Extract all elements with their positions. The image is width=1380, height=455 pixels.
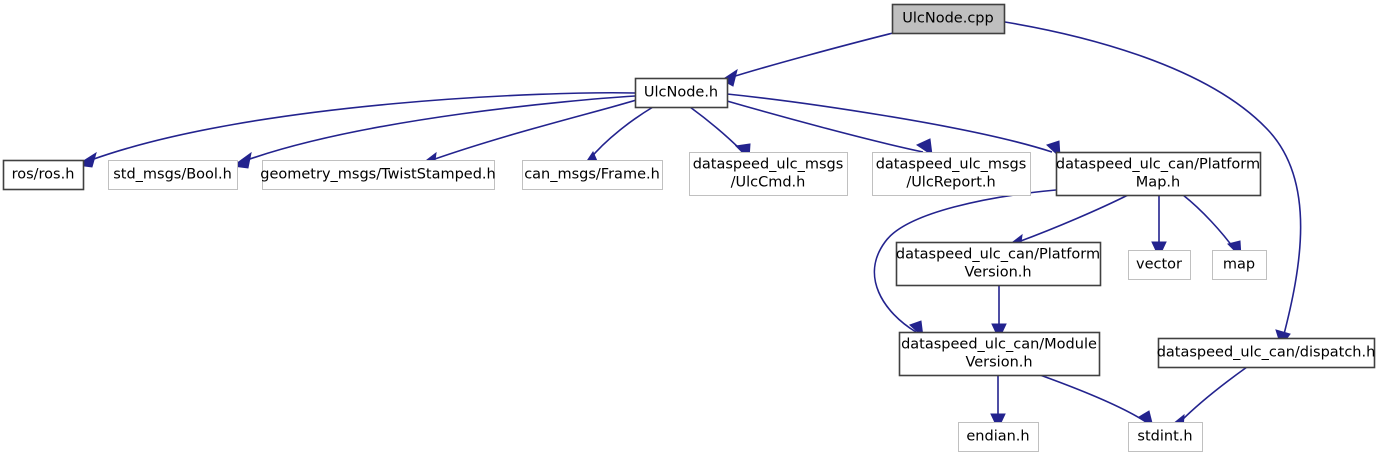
edge-dataspeed_ulc_can_platformversion_h-to-dataspeed_ulc_can_moduleversion_h xyxy=(991,285,1007,341)
edge-line xyxy=(90,91,636,161)
edge-line xyxy=(728,32,894,79)
edge-line xyxy=(726,93,1053,153)
arrowhead-icon xyxy=(915,138,933,157)
graph-node-ulcnode_cpp[interactable]: UlcNode.cpp xyxy=(891,3,1006,35)
node-box[interactable] xyxy=(1128,422,1203,452)
graph-node-dataspeed_ulc_msgs_ulcreport_h[interactable]: dataspeed_ulc_msgs/UlcReport.h xyxy=(872,152,1031,196)
node-box[interactable] xyxy=(872,152,1031,196)
edge-dataspeed_ulc_can_platformmap_h-to-map xyxy=(1182,194,1242,259)
edge-ulcnode_h-to-geometry_msgs_twiststamped_h xyxy=(417,99,637,169)
graph-node-stdint_h[interactable]: stdint.h xyxy=(1128,422,1203,452)
edge-ulcnode_h-to-can_msgs_frame_h xyxy=(581,106,654,169)
graph-node-can_msgs_frame_h[interactable]: can_msgs/Frame.h xyxy=(522,160,663,190)
node-box[interactable] xyxy=(522,160,663,190)
edge-dataspeed_ulc_can_platformmap_h-to-vector xyxy=(1151,195,1167,259)
node-box[interactable] xyxy=(895,241,1102,287)
edge-line xyxy=(1017,194,1129,243)
edge-line xyxy=(431,99,637,161)
edge-dataspeed_ulc_can_moduleversion_h-to-endian_h xyxy=(990,375,1006,431)
node-box[interactable] xyxy=(958,422,1039,452)
node-box[interactable] xyxy=(2,159,85,191)
edge-line xyxy=(1182,194,1236,251)
edge-dataspeed_ulc_can_dispatch_h-to-stdint_h xyxy=(1166,366,1248,431)
arrowhead-icon xyxy=(991,323,1007,341)
node-box[interactable] xyxy=(1128,250,1191,280)
edge-line xyxy=(588,106,654,161)
graph-node-ulcnode_h[interactable]: UlcNode.h xyxy=(634,77,729,109)
node-box[interactable] xyxy=(1212,250,1267,280)
graph-node-std_msgs_bool_h[interactable]: std_msgs/Bool.h xyxy=(108,160,238,190)
edge-ulcnode_cpp-to-ulcnode_h xyxy=(721,32,894,87)
edge-line xyxy=(726,100,924,153)
node-box[interactable] xyxy=(1157,337,1376,369)
edge-line xyxy=(689,106,744,153)
node-box[interactable] xyxy=(262,160,495,190)
edge-ulcnode_h-to-dataspeed_ulc_msgs_ulcreport_h xyxy=(726,100,933,157)
node-box[interactable] xyxy=(891,3,1006,35)
edge-dataspeed_ulc_can_moduleversion_h-to-stdint_h xyxy=(1039,374,1154,429)
edge-line xyxy=(1004,21,1302,339)
graph-node-endian_h[interactable]: endian.h xyxy=(958,422,1039,452)
edge-line xyxy=(246,95,636,161)
edge-layer xyxy=(75,21,1302,431)
node-box[interactable] xyxy=(689,152,848,196)
graph-node-dataspeed_ulc_can_dispatch_h[interactable]: dataspeed_ulc_can/dispatch.h xyxy=(1157,337,1376,369)
edge-line xyxy=(1179,366,1248,423)
arrowhead-icon xyxy=(1151,241,1167,259)
node-box[interactable] xyxy=(1055,151,1262,197)
node-box[interactable] xyxy=(634,77,729,109)
edge-line xyxy=(873,189,1057,333)
edge-ulcnode_h-to-dataspeed_ulc_can_platformmap_h xyxy=(726,93,1061,159)
arrowhead-icon xyxy=(990,413,1006,431)
node-box[interactable] xyxy=(108,160,238,190)
graph-node-ros_ros_h[interactable]: ros/ros.h xyxy=(2,159,85,191)
graph-node-dataspeed_ulc_msgs_ulccmd_h[interactable]: dataspeed_ulc_msgs/UlcCmd.h xyxy=(689,152,848,196)
graph-node-vector[interactable]: vector xyxy=(1128,250,1191,280)
edge-ulcnode_h-to-dataspeed_ulc_msgs_ulccmd_h xyxy=(689,106,751,161)
node-box[interactable] xyxy=(898,331,1101,377)
graph-node-geometry_msgs_twiststamped_h[interactable]: geometry_msgs/TwistStamped.h xyxy=(260,160,496,190)
graph-node-map[interactable]: map xyxy=(1212,250,1267,280)
edge-ulcnode_h-to-ros_ros_h xyxy=(75,91,636,168)
edge-line xyxy=(1039,374,1147,423)
